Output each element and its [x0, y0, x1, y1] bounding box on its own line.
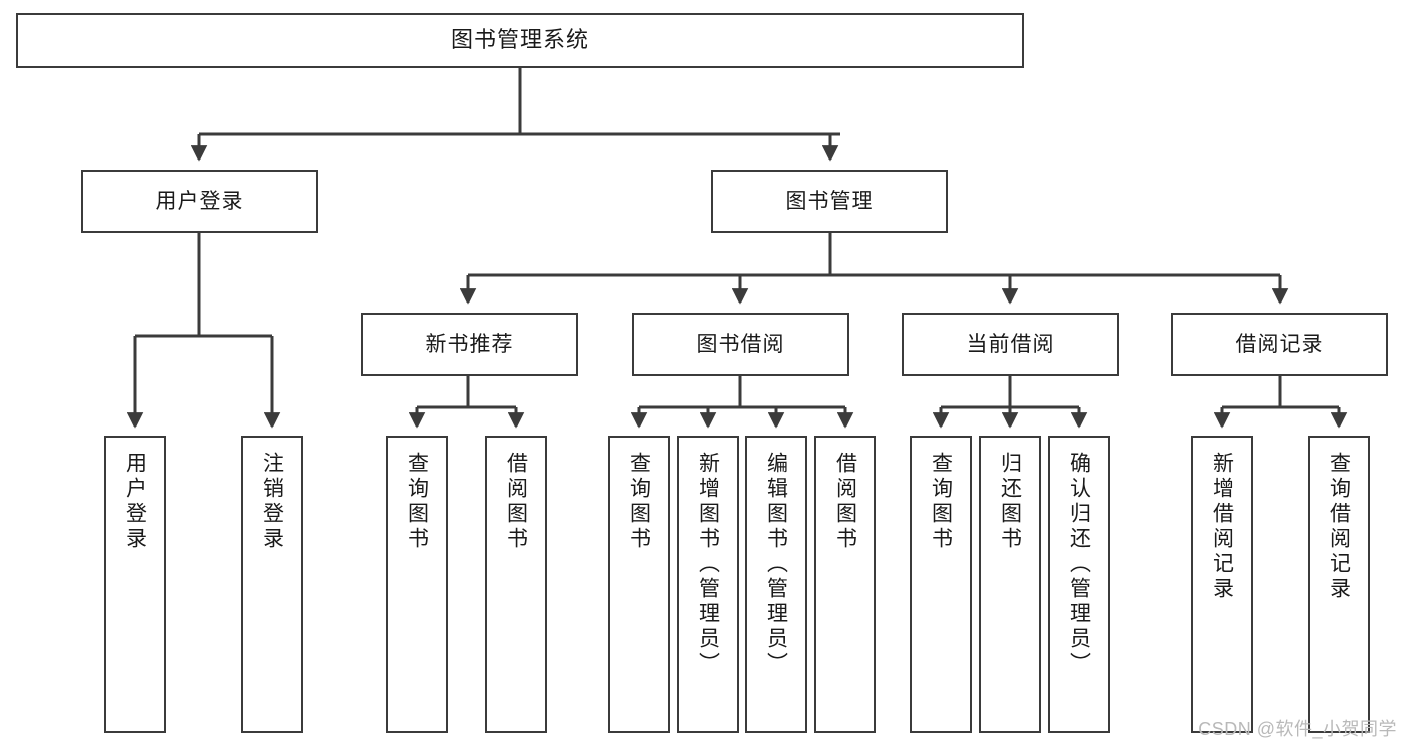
node-label: 查询图书 — [929, 452, 953, 552]
node-label: 查询借阅记录 — [1327, 452, 1351, 602]
node-root-library-system[interactable]: 图书管理系统 — [16, 13, 1024, 68]
node-label: 用户登录 — [123, 452, 147, 552]
csdn-watermark: CSDN @软件_小贺同学 — [1198, 719, 1397, 739]
leaf-user-logout[interactable]: 注销登录 — [241, 436, 303, 733]
node-label: 新增借阅记录 — [1210, 452, 1234, 602]
node-label: 新书推荐 — [425, 332, 514, 356]
node-label: 查询图书 — [405, 452, 429, 552]
node-label: 图书借阅 — [696, 332, 785, 356]
node-label: 注销登录 — [260, 452, 284, 552]
node-book-borrow[interactable]: 图书借阅 — [632, 313, 849, 376]
node-label: 归还图书 — [998, 452, 1022, 552]
node-label: 借阅图书 — [833, 452, 857, 552]
node-borrow-record[interactable]: 借阅记录 — [1171, 313, 1388, 376]
leaf-borrow-query-book[interactable]: 查询图书 — [608, 436, 670, 733]
node-new-book-recommend[interactable]: 新书推荐 — [361, 313, 578, 376]
node-label: 借阅图书 — [504, 452, 528, 552]
node-label: 借阅记录 — [1235, 332, 1324, 356]
node-label: 当前借阅 — [966, 332, 1055, 356]
node-label: 确认归还（管理员） — [1067, 452, 1091, 677]
leaf-user-login[interactable]: 用户登录 — [104, 436, 166, 733]
node-label: 编辑图书（管理员） — [764, 452, 788, 677]
leaf-recommend-borrow-book[interactable]: 借阅图书 — [485, 436, 547, 733]
leaf-current-return-book[interactable]: 归还图书 — [979, 436, 1041, 733]
node-book-management[interactable]: 图书管理 — [711, 170, 948, 233]
leaf-recommend-query-book[interactable]: 查询图书 — [386, 436, 448, 733]
node-current-borrow[interactable]: 当前借阅 — [902, 313, 1119, 376]
leaf-current-query-book[interactable]: 查询图书 — [910, 436, 972, 733]
node-user-login[interactable]: 用户登录 — [81, 170, 318, 233]
node-label: 图书管理 — [785, 189, 874, 213]
node-label: 图书管理系统 — [450, 27, 589, 53]
leaf-current-confirm-return-admin[interactable]: 确认归还（管理员） — [1048, 436, 1110, 733]
leaf-borrow-add-book-admin[interactable]: 新增图书（管理员） — [677, 436, 739, 733]
leaf-record-add-borrow-record[interactable]: 新增借阅记录 — [1191, 436, 1253, 733]
node-label: 用户登录 — [155, 189, 244, 213]
leaf-record-query-borrow-record[interactable]: 查询借阅记录 — [1308, 436, 1370, 733]
node-label: 查询图书 — [627, 452, 651, 552]
node-label: 新增图书（管理员） — [696, 452, 720, 677]
leaf-borrow-edit-book-admin[interactable]: 编辑图书（管理员） — [745, 436, 807, 733]
leaf-borrow-borrow-book[interactable]: 借阅图书 — [814, 436, 876, 733]
